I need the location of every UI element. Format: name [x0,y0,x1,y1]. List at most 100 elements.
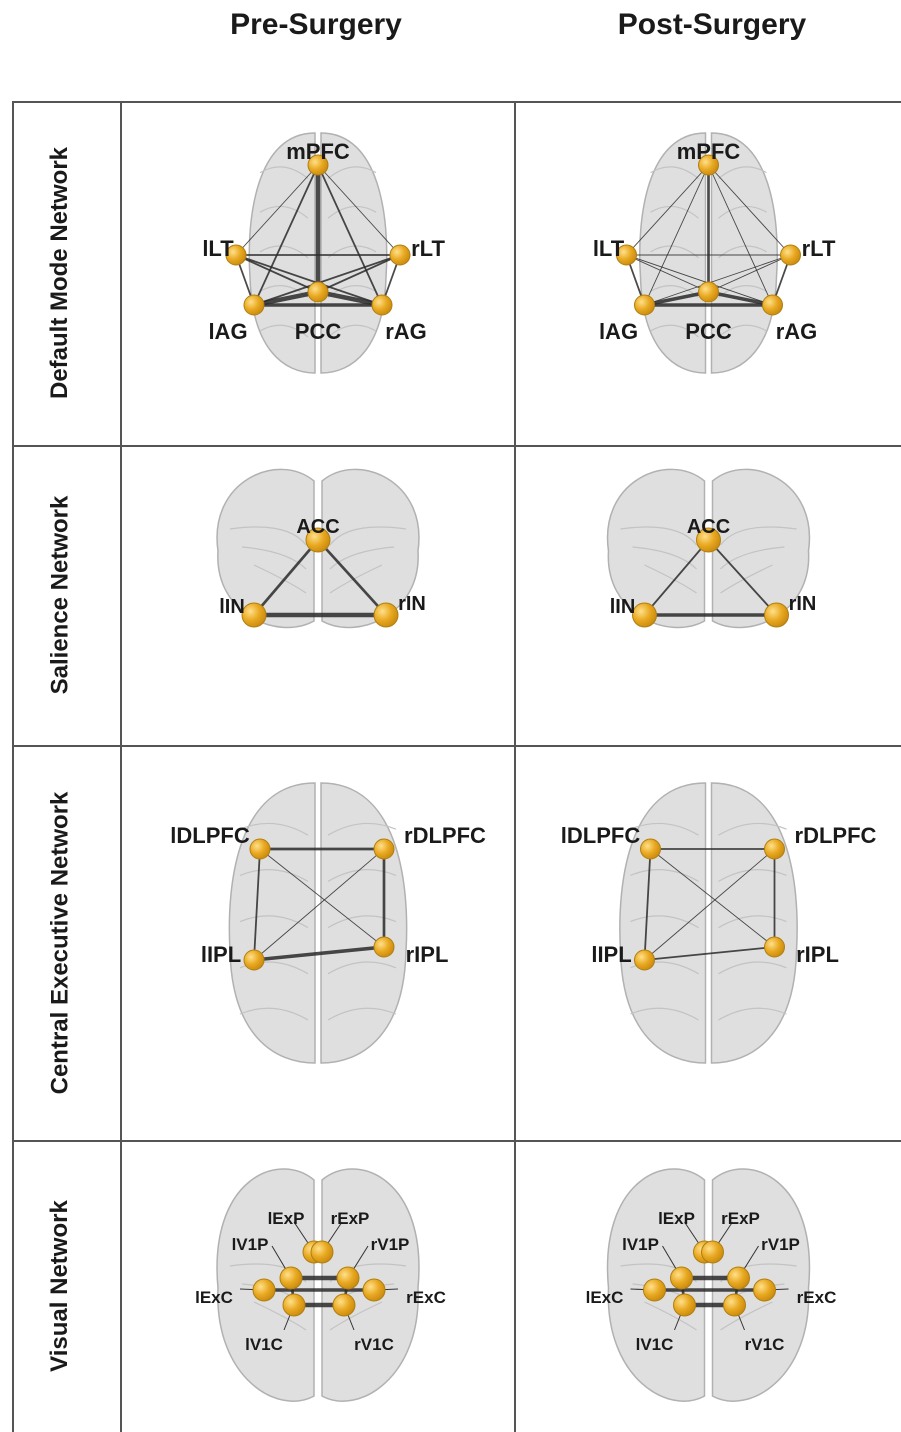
edge-lLT-rAG [626,254,773,306]
edge-mPFC-lAG [644,164,709,306]
node-lV1P [670,1266,693,1290]
node-label-rExC: rExC [797,1288,837,1307]
grid-line-row3 [12,1140,901,1142]
grid-line-left [12,101,14,1432]
node-lV1C [282,1293,306,1317]
node-label-ACC: ACC [687,516,730,538]
node-rIN [764,602,789,628]
connections [235,162,401,308]
node-lExC [643,1278,666,1302]
edge-rAG-PCC [315,289,385,308]
node-label-mPFC: mPFC [677,139,741,164]
node-lExC [252,1278,276,1302]
edge-lDLPFC-lIPL [643,848,652,961]
node-lDLPFC [249,838,271,860]
node-label-lExC: lExC [195,1288,233,1307]
node-label-mPFC: mPFC [286,139,350,164]
node-rV1C [723,1293,746,1317]
brain-outline [639,132,778,374]
grid-line-row2 [12,745,901,747]
node-lAG [243,294,265,316]
node-label-lExP: lExP [268,1209,305,1228]
network-diagram: lDLPFC rDLPFC lIPL rIPL [561,782,877,1064]
node-label-lLT: lLT [202,236,234,261]
node-label-ACC: ACC [296,516,339,538]
node-lLT [225,244,247,266]
node-label-rLT: rLT [411,236,445,261]
node-rIN [373,602,399,628]
cell-central-executive-post: lDLPFC rDLPFC lIPL rIPL [516,747,901,1140]
node-label-lDLPFC: lDLPFC [561,823,641,848]
node-rLT [780,244,801,266]
edge-mPFC-rAG [317,164,383,306]
node-lIN [241,602,267,628]
node-label-rIN: rIN [789,593,817,615]
node-label-lDLPFC: lDLPFC [170,823,250,848]
node-label-lAG: lAG [599,319,638,344]
row-label-salience: Salience Network [0,445,120,745]
node-label-rLT: rLT [802,236,836,261]
node-rAG [371,294,393,316]
edge-lDLPFC-lIPL [253,848,261,961]
edge-mPFC-lLT [235,164,319,256]
row-label-text: Visual Network [46,1200,73,1372]
row-label-default-mode: Default Mode Network [0,101,120,445]
edge-lAG-PCC [251,289,321,308]
node-rV1P [727,1266,750,1290]
row-label-text: Default Mode Network [46,146,73,400]
node-PCC [698,281,719,303]
node-rDLPFC [373,838,395,860]
edge-rDLPFC-lIPL [644,848,775,961]
row-label-text: Central Executive Network [46,791,73,1094]
node-label-lAG: lAG [208,319,247,344]
node-lIN [632,602,657,628]
edge-rDLPFC-lIPL [253,848,385,961]
node-label-rIPL: rIPL [796,942,839,967]
brain-outline [216,1168,420,1402]
node-lIPL [634,949,655,971]
edge-lDLPFC-rIPL [259,848,385,948]
node-label-lV1P: lV1P [622,1235,659,1254]
row-label-central-executive: Central Executive Network [0,745,120,1140]
edge-lIPL-rIPL [643,946,776,961]
edge-lLT-PCC [235,254,319,293]
row-label-text: Salience Network [46,495,73,695]
node-rIPL [373,936,395,958]
node-mPFC [698,154,719,176]
grid-line-label-col [120,101,122,1432]
node-rExC [753,1278,776,1302]
node-label-rExC: rExC [406,1288,446,1307]
node-mPFC [307,154,329,176]
node-label-rV1C: rV1C [354,1335,394,1354]
node-PCC [307,281,329,303]
edge-ACC-lIN [252,538,320,617]
edge-lLT-PCC [626,254,709,293]
node-lV1C [673,1293,696,1317]
connections [643,848,776,961]
node-lAG [634,294,655,316]
node-label-rDLPFC: rDLPFC [404,823,486,848]
node-label-rV1P: rV1P [761,1235,800,1254]
node-lLT [616,244,637,266]
edge-mPFC-rAG [708,164,773,306]
node-label-lExP: lExP [658,1209,695,1228]
grid-line-row1 [12,445,901,447]
column-header-post-surgery: Post-Surgery [617,8,807,41]
edge-lIPL-rIPL [252,945,386,962]
node-label-rIN: rIN [398,593,426,615]
node-label-rV1P: rV1P [371,1235,410,1254]
brain-outline [606,1168,811,1402]
node-label-lIPL: lIPL [591,942,631,967]
node-label-lLT: lLT [593,236,625,261]
node-rLT [389,244,411,266]
node-label-rDLPFC: rDLPFC [795,823,877,848]
